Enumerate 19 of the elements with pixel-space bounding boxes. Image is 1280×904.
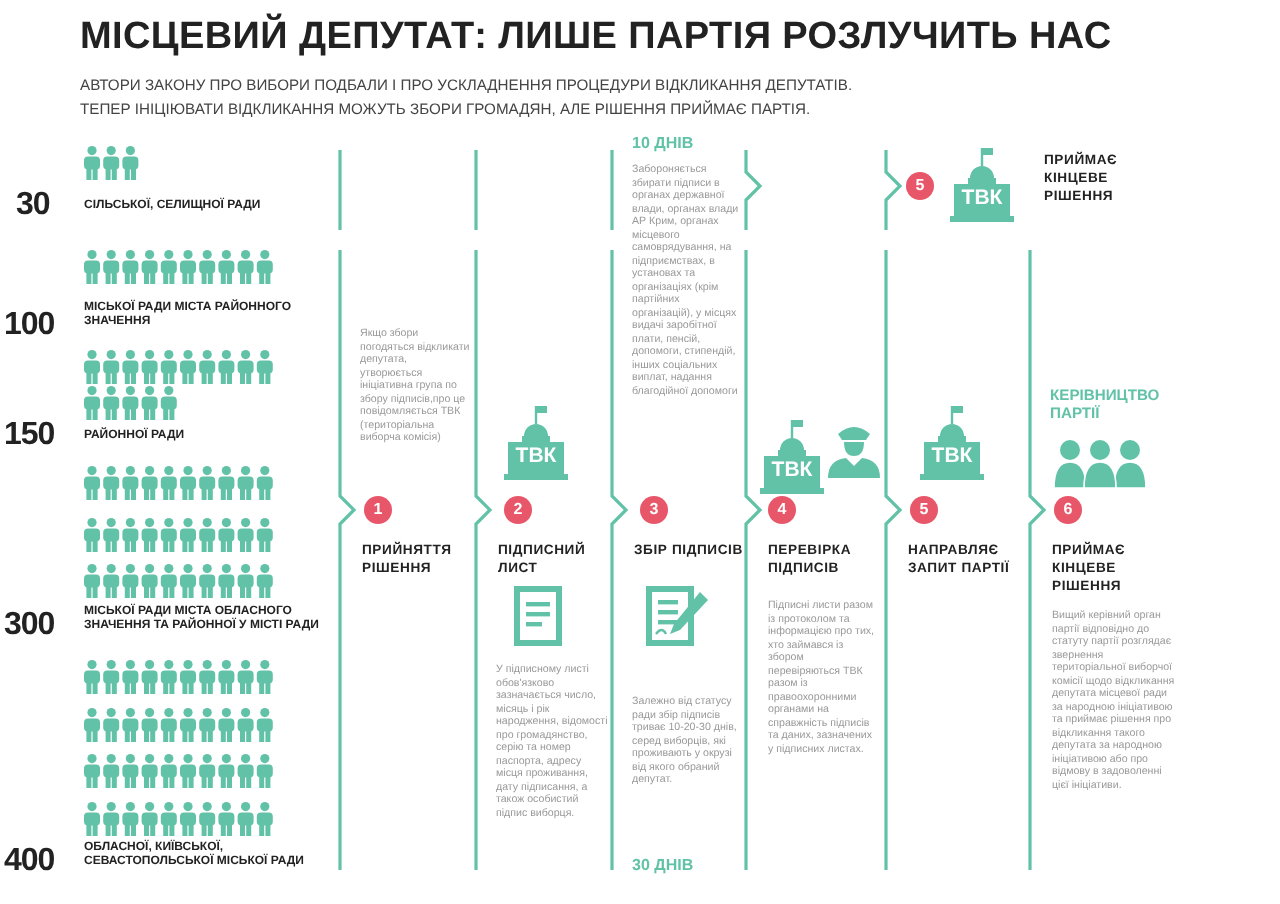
count-number: 400 <box>4 844 55 880</box>
step-number: 1 <box>364 496 392 524</box>
step-number: 5 <box>910 496 938 524</box>
count-number: 300 <box>4 608 55 644</box>
step-number: 2 <box>504 496 532 524</box>
count-number: 150 <box>4 418 55 454</box>
step-number: 6 <box>1054 496 1082 524</box>
title: МІСЦЕВИЙ ДЕПУТАТ: ЛИШЕ ПАРТІЯ РОЗЛУЧИТЬ НАС <box>80 16 1112 60</box>
duration-label: 30 ДНІВ <box>632 856 694 874</box>
step-number: 3 <box>640 496 668 524</box>
icon-label: ТВК <box>929 444 975 470</box>
icon-label: ТВК <box>959 186 1005 212</box>
step-number: 5 <box>906 172 934 200</box>
icon-label: ТВК <box>769 458 815 484</box>
step-number: 4 <box>768 496 796 524</box>
duration-label: 10 ДНІВ <box>632 134 694 152</box>
count-number: 30 <box>16 188 50 224</box>
count-number: 100 <box>4 308 55 344</box>
icon-label: ТВК <box>513 444 559 470</box>
